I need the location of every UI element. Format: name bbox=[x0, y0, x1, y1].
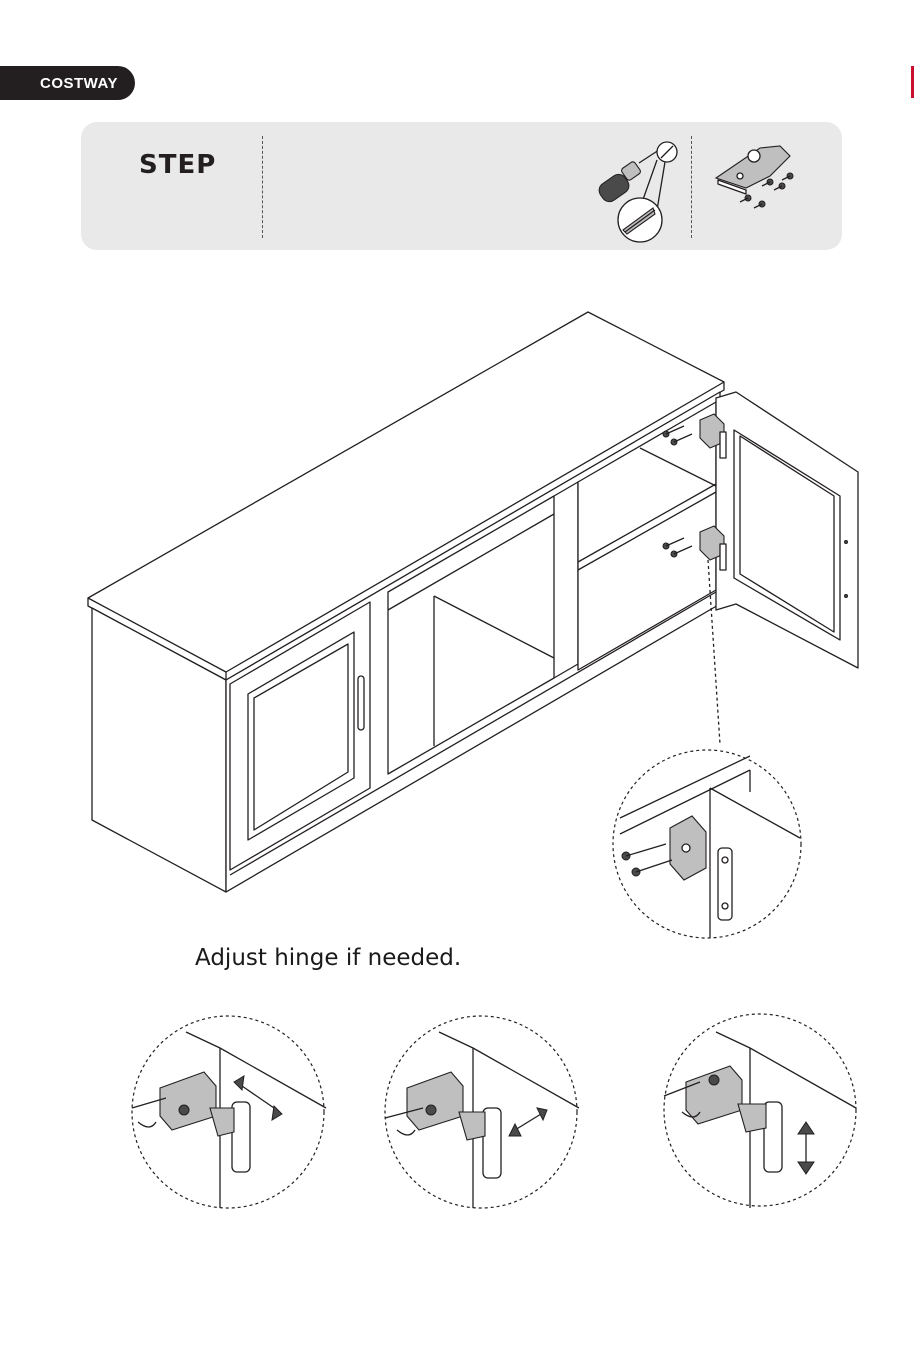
hinge-detail-zoom bbox=[610, 748, 804, 940]
right-door-open bbox=[716, 392, 858, 668]
brand-logo: COSTWAY bbox=[0, 66, 135, 100]
tools-divider bbox=[691, 136, 692, 238]
adjust-detail-depth bbox=[383, 1012, 583, 1212]
brand-name: COSTWAY bbox=[40, 75, 118, 92]
instruction-text: Adjust hinge if needed. bbox=[195, 945, 461, 971]
step-label: STEP bbox=[139, 150, 216, 180]
screwdriver-icon bbox=[595, 138, 690, 243]
step-divider bbox=[262, 136, 263, 238]
adjust-detail-vertical bbox=[660, 1012, 860, 1212]
hinge-parts-icon bbox=[710, 136, 805, 216]
adjust-detail-horizontal bbox=[130, 1012, 330, 1212]
